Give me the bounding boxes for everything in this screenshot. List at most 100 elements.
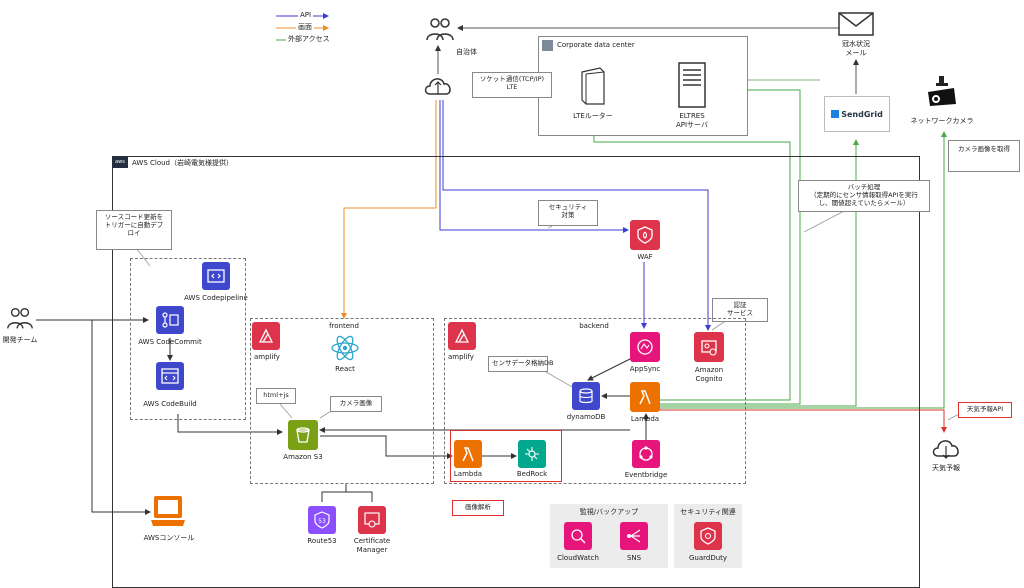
image-analysis-note: 画像解析 [452, 500, 504, 516]
backend-group [444, 318, 746, 484]
s3-label: Amazon S3 [283, 453, 323, 461]
amplify-icon-backend [448, 322, 476, 350]
batch-line-2: （定期的にセンサ情報取得APIを実行 [810, 191, 918, 199]
amplify-icon-frontend [252, 322, 280, 350]
image-analysis-text: 画像解析 [465, 503, 491, 511]
socket-line-2: LTE [506, 83, 518, 91]
codepipeline-label: AWS Codepipeline [184, 294, 248, 302]
bedrock-label: BedRock [516, 470, 548, 478]
corporate-data-center: Corporate data center [538, 36, 748, 136]
weather-api-text: 天気予報API [966, 405, 1004, 413]
amplify-label-backend: amplify [448, 353, 474, 361]
guardduty-icon [694, 522, 722, 550]
backend-label: backend [579, 322, 609, 330]
eltres-label-1: ELTRES [679, 112, 705, 120]
sendgrid-logo: SendGrid [824, 96, 890, 132]
eventbridge-icon [632, 440, 660, 468]
sendgrid-label: SendGrid [841, 109, 883, 119]
appsync-icon [630, 332, 660, 362]
security-panel: セキュリティ関連 GuardDuty [674, 504, 742, 568]
security-note: セキュリティ 対策 [538, 200, 598, 226]
codebuild-icon [156, 362, 184, 390]
cognito-icon [694, 332, 724, 362]
batch-line-1: バッチ処理 [847, 183, 881, 191]
batch-note: バッチ処理 （定期的にセンサ情報取得APIを実行 し、閾値超えていたらメール） [798, 180, 930, 212]
security-line-2: 対策 [561, 211, 575, 219]
camera-image-text: カメラ画像 [339, 399, 373, 407]
bedrock-icon [518, 440, 546, 468]
image-analysis-group [450, 430, 562, 482]
eltres-label-2: APIサーバ [675, 121, 708, 129]
lambda-label: Lambda [630, 415, 660, 423]
auth-line-2: サービス [727, 309, 753, 317]
aws-console-label: AWSコンソール [143, 534, 195, 542]
htmljs-note: html+js [256, 388, 296, 404]
legend-external: 外部アクセス [286, 35, 332, 44]
frontend-group [250, 318, 434, 484]
monitoring-label: 監視/バックアップ [579, 508, 639, 516]
dynamodb-label: dynamoDB [566, 413, 606, 421]
legend-api: API [298, 11, 314, 20]
weather-cloud-icon [930, 434, 962, 460]
lte-router-label: LTEルーター [573, 112, 613, 120]
sns-label: SNS [626, 554, 642, 562]
laptop-icon [150, 494, 186, 528]
legend-screen: 画面 [296, 23, 314, 32]
source-line-3: ロイ [127, 229, 141, 237]
route53-label: Route53 [307, 537, 337, 545]
network-camera-label: ネットワークカメラ [910, 117, 974, 125]
cert-label-1: Certificate [353, 537, 391, 545]
aws-cloud-label: AWS Cloud（岩崎電気様提供） [132, 159, 233, 167]
sns-icon [620, 522, 648, 550]
codepipeline-icon [202, 262, 230, 290]
s3-icon [288, 420, 318, 450]
certificate-manager-icon [358, 506, 386, 534]
dynamodb-icon [572, 382, 600, 410]
camera-get-note: カメラ画像を取得 [948, 140, 1020, 172]
socket-note: ソケット通信(TCP/IP) LTE [472, 72, 552, 98]
codecommit-label: AWS CodeCommit [138, 338, 202, 346]
lambda-icon [630, 382, 660, 412]
cert-label-2: Manager [356, 546, 388, 554]
guardduty-label: GuardDuty [688, 554, 728, 562]
building-icon [542, 40, 553, 51]
auth-line-1: 認証 [733, 301, 747, 309]
cognito-label-2: Cognito [695, 375, 723, 383]
svg-text:53: 53 [318, 518, 326, 525]
aws-logo-icon: aws [112, 156, 128, 168]
react-icon [330, 334, 360, 362]
weather-api-note: 天気予報API [958, 402, 1012, 418]
server-icon [678, 62, 706, 108]
waf-icon [630, 220, 660, 250]
users-icon [424, 14, 456, 46]
corporate-dc-label: Corporate data center [557, 41, 635, 49]
source-code-note: ソースコード更新を トリガーに自動デプ ロイ [96, 210, 172, 250]
codebuild-label: AWS CodeBuild [143, 400, 197, 408]
camera-get-text: カメラ画像を取得 [958, 145, 1010, 153]
amplify-label-frontend: amplify [254, 353, 280, 361]
cicd-group [130, 258, 246, 420]
route53-icon: 53 [308, 506, 336, 534]
cloud-icon [422, 72, 454, 98]
municipality-label: 自治体 [456, 48, 477, 56]
batch-line-3: し、閾値超えていたらメール） [818, 199, 910, 207]
dev-team-icon [4, 304, 36, 334]
cloudwatch-label: CloudWatch [557, 554, 599, 562]
camera-image-note: カメラ画像 [330, 396, 382, 412]
waf-label: WAF [637, 253, 653, 261]
source-line-2: トリガーに自動デプ [104, 221, 164, 229]
eventbridge-label: Eventbridge [624, 471, 668, 479]
dev-team-label: 開発チーム [2, 336, 38, 344]
security-line-1: セキュリティ [548, 203, 588, 211]
sendgrid-mark-icon [831, 110, 840, 118]
socket-line-1: ソケット通信(TCP/IP) [479, 75, 545, 83]
source-line-1: ソースコード更新を [104, 213, 164, 221]
cloudwatch-icon [564, 522, 592, 550]
lambda2-label: Lambda [453, 470, 483, 478]
codecommit-icon [156, 306, 184, 334]
weather-label: 天気予報 [932, 464, 960, 472]
lambda-icon-2 [454, 440, 482, 468]
sensor-db-text: センサデータ格納DB [492, 359, 554, 367]
sensor-db-note: センサデータ格納DB [488, 356, 553, 372]
